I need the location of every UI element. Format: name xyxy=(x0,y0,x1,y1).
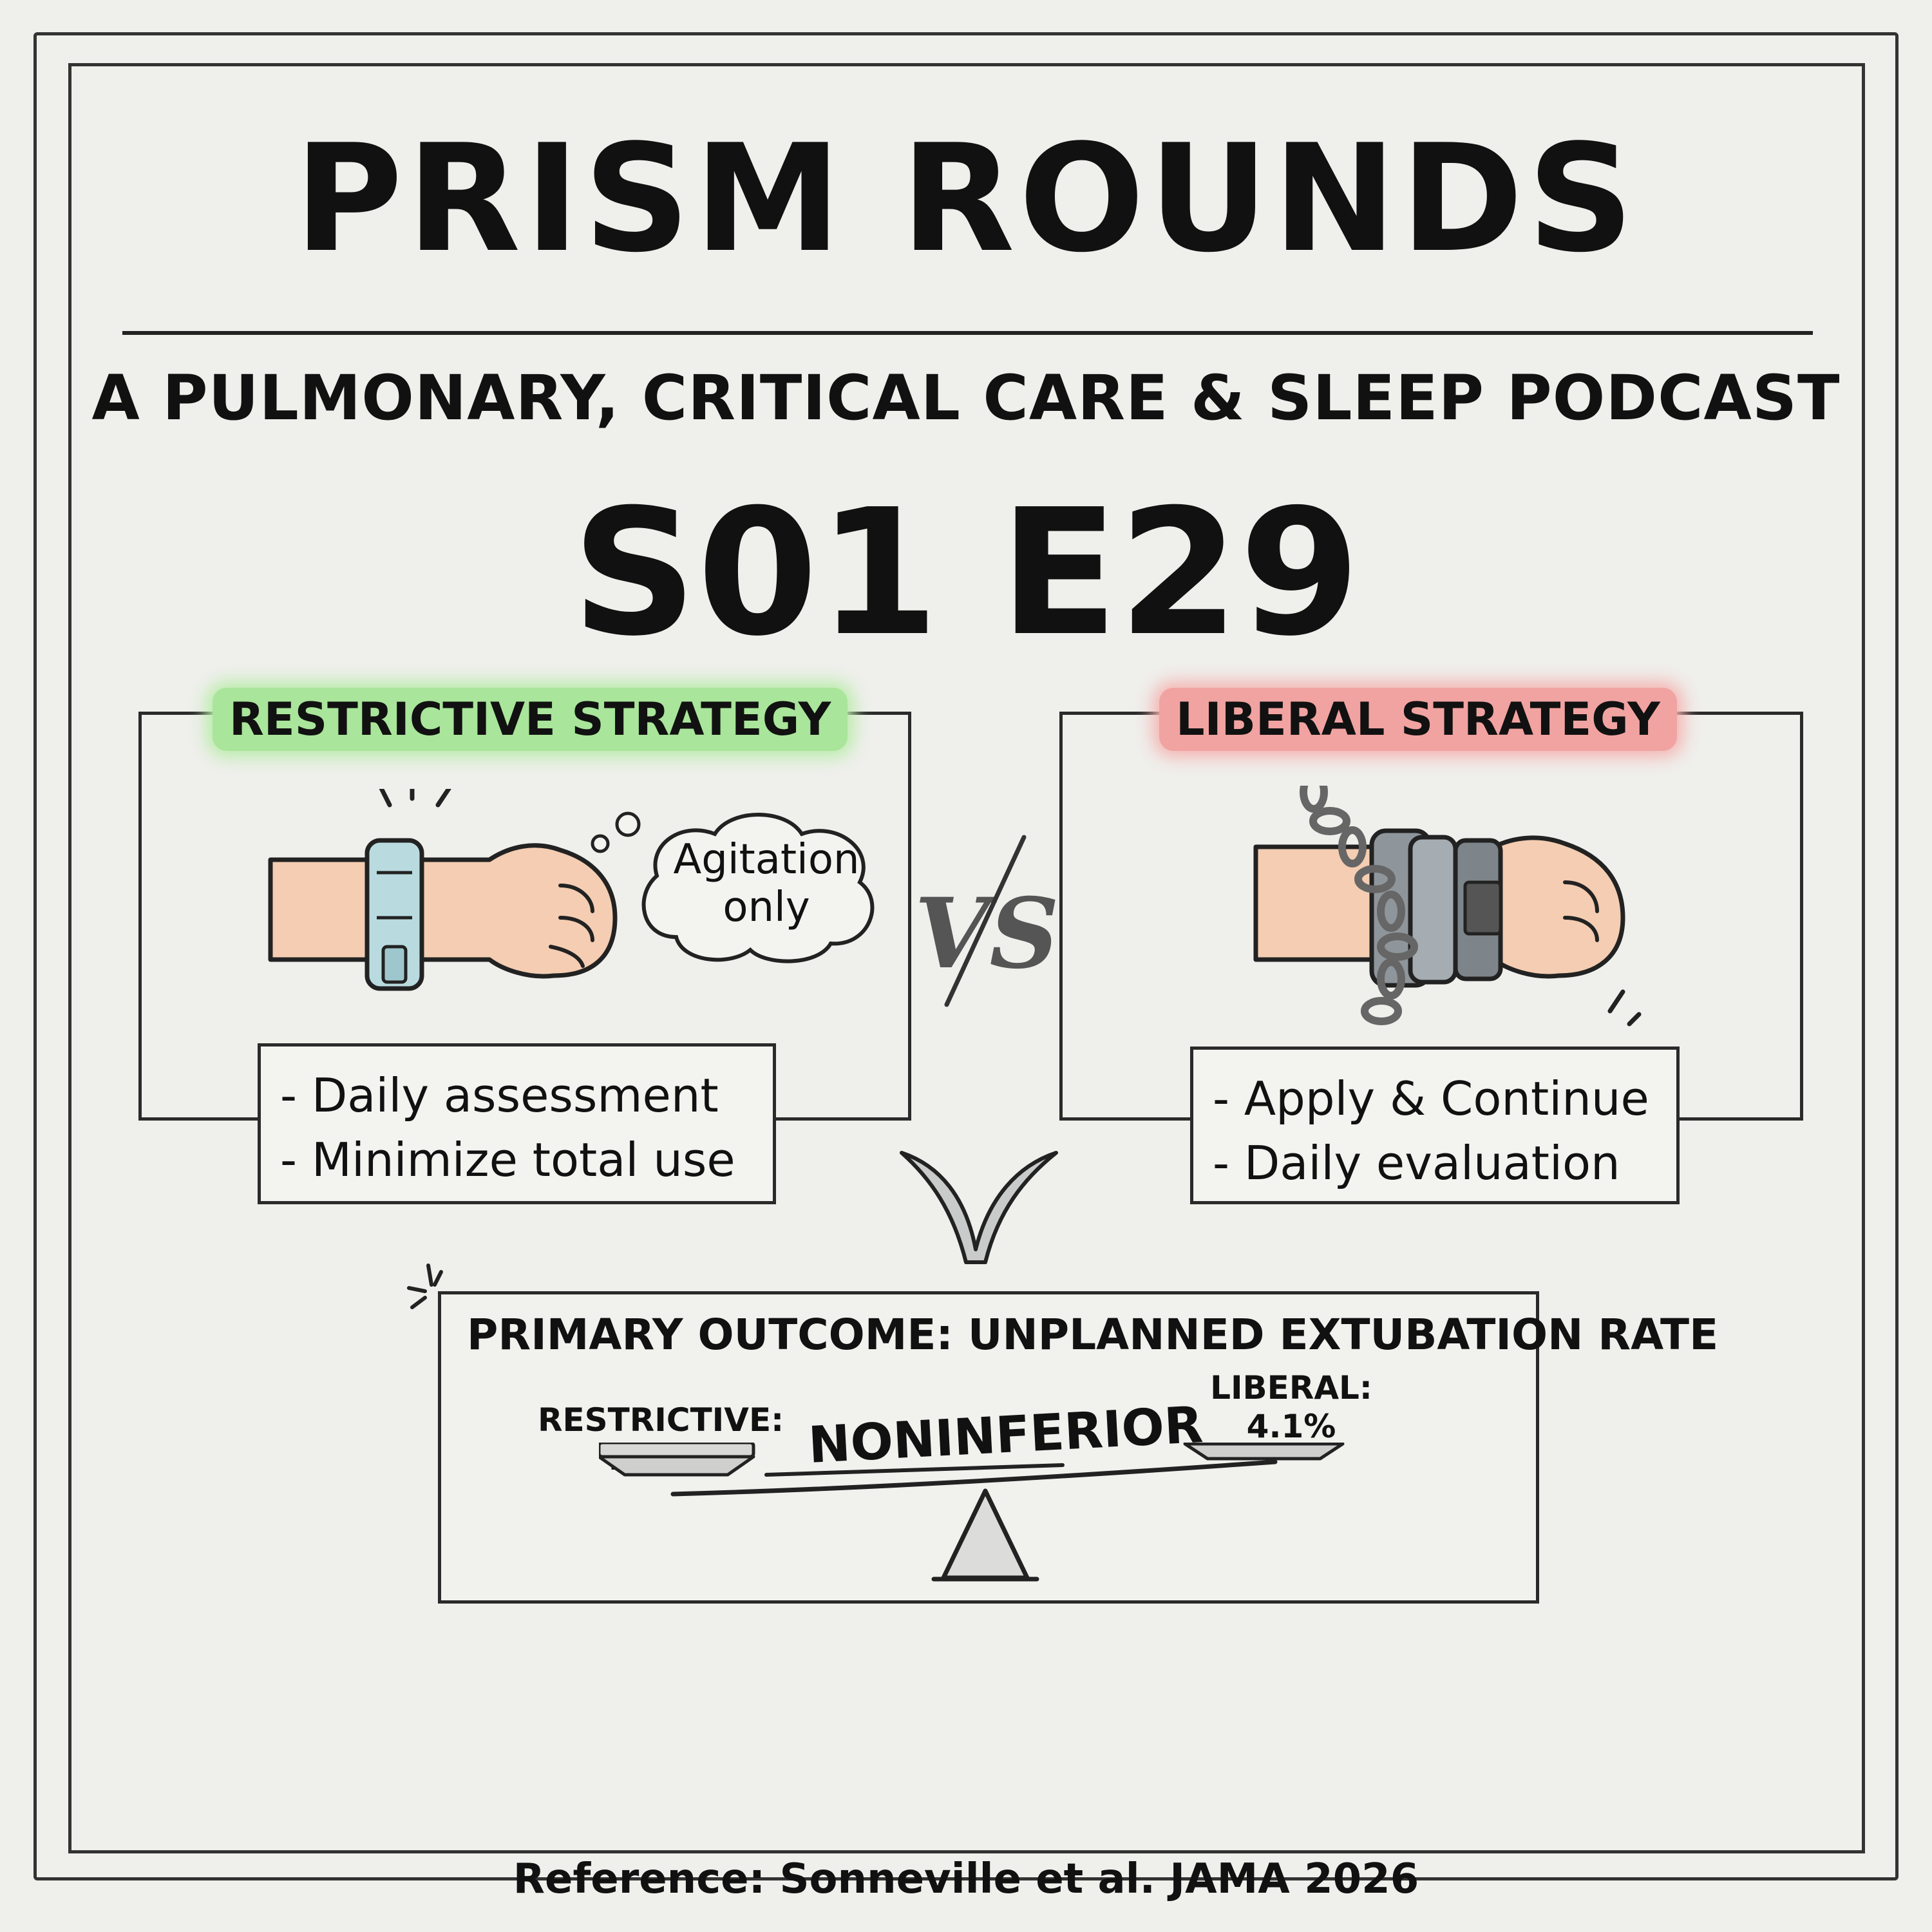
inner-frame xyxy=(68,63,1865,1853)
wrist-restraint-icon xyxy=(268,789,618,991)
versus-label: VS xyxy=(914,877,1059,990)
chained-wrist-icon xyxy=(1253,786,1642,1027)
down-arrow-icon xyxy=(900,1151,1058,1264)
podcast-subtitle: A PULMONARY, CRITICAL CARE & SLEEP PODCA… xyxy=(91,362,1841,434)
liberal-strategy-label: LIBERAL STRATEGY xyxy=(1159,688,1677,751)
podcast-title: PRISM ROUNDS xyxy=(294,113,1638,285)
restrictive-bullet-2: - Minimize total use xyxy=(280,1133,735,1187)
thought-bubble-text: Agitation only xyxy=(657,836,876,931)
balance-scale-icon xyxy=(599,1443,1345,1582)
sparkle-icon xyxy=(407,1264,443,1309)
liberal-outcome-value: 4.1% xyxy=(1246,1408,1336,1445)
liberal-outcome-label: LIBERAL: xyxy=(1210,1369,1372,1406)
reference-citation: Reference: Sonneville et al. JAMA 2026 xyxy=(513,1855,1419,1903)
versus-slash xyxy=(944,835,1027,1007)
thought-line-2: only xyxy=(723,884,810,931)
outer-frame xyxy=(33,32,1899,1880)
title-divider xyxy=(122,331,1813,335)
liberal-bullets: - Apply & Continue - Daily evaluation xyxy=(1190,1046,1680,1204)
thought-line-1: Agitation xyxy=(673,836,860,884)
restrictive-bullet-1: - Daily assessment xyxy=(280,1068,719,1122)
thought-bubble-icon xyxy=(591,811,875,963)
episode-number: S01 E29 xyxy=(571,471,1361,674)
restrictive-strategy-label: RESTRICTIVE STRATEGY xyxy=(213,688,848,751)
restrictive-outcome-label: RESTRICTIVE: xyxy=(538,1401,784,1439)
liberal-outcome: LIBERAL: 4.1% xyxy=(1195,1368,1388,1446)
liberal-bullet-1: - Apply & Continue xyxy=(1213,1072,1649,1126)
restrictive-bullets: - Daily assessment - Minimize total use xyxy=(258,1043,776,1204)
liberal-bullet-2: - Daily evaluation xyxy=(1213,1136,1620,1190)
primary-outcome-title: PRIMARY OUTCOME: UNPLANNED EXTUBATION RA… xyxy=(467,1310,1719,1359)
